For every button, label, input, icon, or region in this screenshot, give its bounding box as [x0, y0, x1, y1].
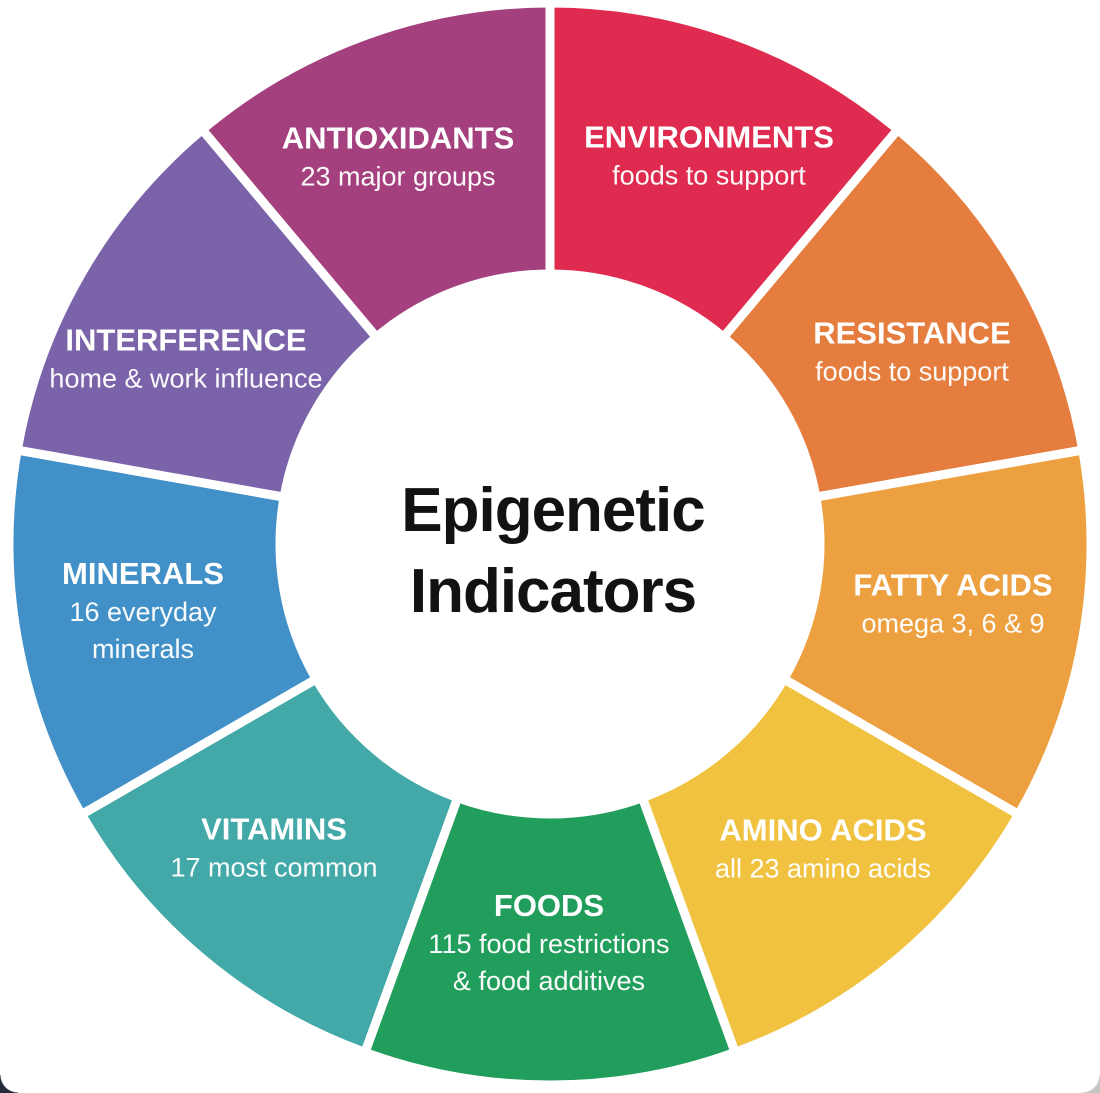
segment-subtitle: 17 most common — [170, 852, 378, 883]
segment-label-interference: INTERFERENCE home & work influence — [49, 321, 322, 398]
segment-subtitle: 23 major groups — [300, 161, 496, 192]
segment-label-environments: ENVIRONMENTS foods to support — [584, 118, 834, 195]
segment-title: MINERALS — [62, 556, 224, 591]
segment-resistance — [717, 123, 1088, 503]
segment-title: ENVIRONMENTS — [584, 119, 834, 155]
page-corner-backdrop-right — [1082, 1075, 1100, 1093]
segment-title: ANTIOXIDANTS — [281, 120, 515, 156]
segment-subtitle: home & work influence — [49, 363, 323, 394]
segment-minerals — [4, 444, 323, 821]
segment-interference — [12, 123, 383, 503]
segment-subtitle: foods to support — [815, 356, 1009, 387]
segment-title: RESISTANCE — [813, 315, 1011, 351]
segment-antioxidants — [195, 0, 555, 344]
segment-vitamins — [75, 672, 464, 1059]
segment-label-minerals: MINERALS 16 everyday minerals — [62, 554, 224, 668]
segment-title: FOODS — [493, 888, 605, 923]
chart-center-title: Epigenetic Indicators — [401, 470, 706, 632]
segment-title: INTERFERENCE — [65, 322, 307, 358]
center-title-line-1: Epigenetic — [401, 476, 706, 545]
segment-subtitle: 16 everyday — [69, 597, 217, 627]
segment-subtitle: minerals — [91, 634, 195, 664]
center-title-line-2: Indicators — [409, 557, 697, 626]
segment-subtitle: all 23 amino acids — [714, 853, 932, 884]
segment-title: AMINO ACIDS — [719, 812, 927, 848]
segment-label-foods: FOODS 115 food restrictions & food addit… — [428, 886, 669, 1000]
segment-subtitle: omega 3, 6 & 9 — [861, 608, 1045, 639]
segment-foods — [359, 791, 741, 1090]
segment-fatty-acids — [777, 444, 1096, 821]
segment-label-vitamins: VITAMINS 17 most common — [170, 810, 377, 887]
segment-subtitle: 115 food restrictions — [428, 929, 670, 959]
segment-subtitle: & food additives — [452, 966, 646, 996]
segment-label-fatty-acids: FATTY ACIDS omega 3, 6 & 9 — [853, 566, 1052, 643]
segment-environments — [545, 0, 905, 344]
segment-title: VITAMINS — [201, 811, 347, 847]
segment-label-resistance: RESISTANCE foods to support — [813, 314, 1011, 391]
segment-label-amino-acids: AMINO ACIDS all 23 amino acids — [715, 811, 931, 888]
segment-subtitle: foods to support — [612, 160, 806, 191]
page-corner-backdrop-left — [0, 1075, 18, 1093]
segment-label-antioxidants: ANTIOXIDANTS 23 major groups — [282, 119, 515, 196]
segment-amino-acids — [636, 672, 1025, 1059]
segment-title: FATTY ACIDS — [853, 567, 1053, 603]
